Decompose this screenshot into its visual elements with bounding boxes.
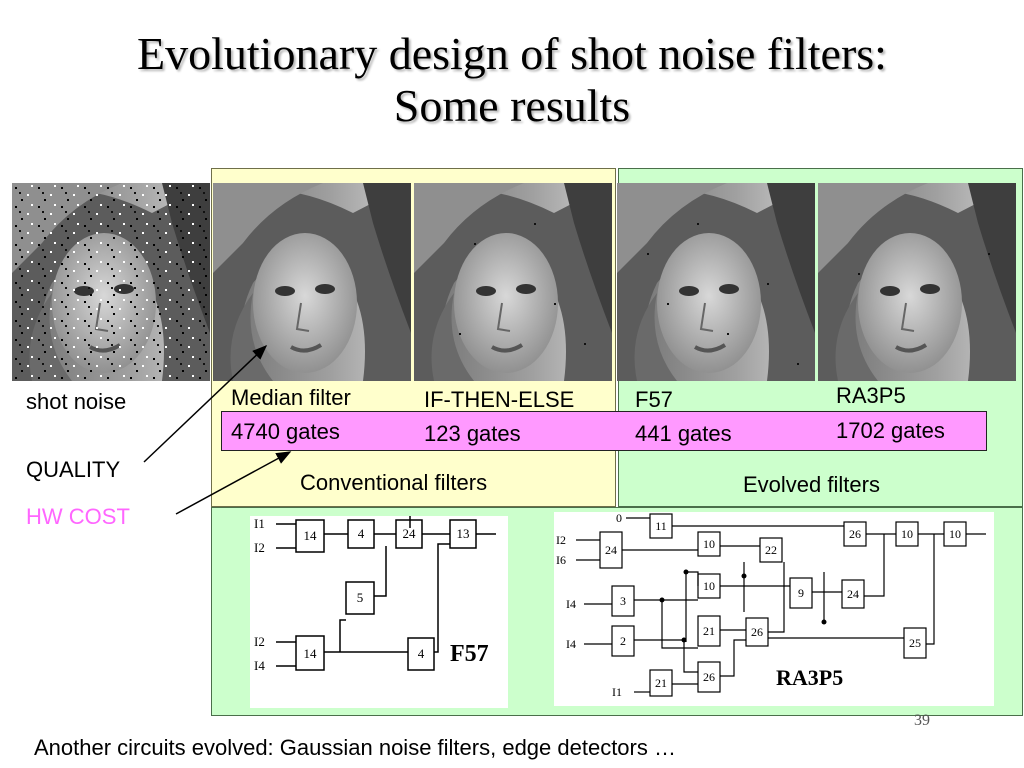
filter-name-if-then-else: IF-THEN-ELSE	[424, 387, 575, 412]
ra3p5-node-8-label: 10	[703, 579, 715, 593]
ra3p5-node-3-label: 10	[703, 537, 715, 551]
f57-image	[617, 183, 815, 381]
quality-label: QUALITY	[26, 457, 121, 482]
gates-if-then-else: 123 gates	[424, 421, 521, 446]
f57-input-3: I2	[254, 634, 265, 649]
ra3p5-node-1-label: 11	[655, 519, 667, 533]
f57-node-6	[295, 635, 325, 671]
evolved-filters-caption: Evolved filters	[743, 472, 880, 497]
f57-input-4: I4	[254, 658, 265, 673]
ra3p5-node-6-label: 10	[901, 527, 913, 541]
hw-cost-bar	[221, 411, 987, 451]
ra3p5-node-15-label: 25	[909, 636, 921, 650]
ra3p5-node-7-label: 10	[949, 527, 961, 541]
title-line-1: Evolutionary design of shot noise filter…	[137, 28, 887, 79]
ra3p5-input-5: I4	[566, 637, 576, 651]
footer-text: Another circuits evolved: Gaussian noise…	[34, 735, 676, 760]
ra3p5-node-4-label: 22	[765, 543, 777, 557]
shot-noise-label: shot noise	[26, 389, 127, 414]
ra3p5-node-17-label: 26	[703, 670, 715, 684]
ra3p5-node-11	[611, 585, 635, 617]
f57-input-2: I2	[254, 540, 265, 555]
ra3p5-caption: RA3P5	[776, 665, 843, 690]
slide-title: Evolutionary design of shot noise filter…	[0, 28, 1024, 132]
ra3p5-image	[818, 183, 1016, 381]
noisy-image	[12, 183, 210, 381]
ra3p5-node-3	[697, 531, 721, 557]
ra3p5-node-10-label: 24	[847, 587, 859, 601]
ra3p5-node-4	[759, 537, 783, 563]
ra3p5-node-2-label: 24	[605, 543, 617, 557]
quality-arrow	[143, 344, 268, 463]
page-number: 39	[914, 712, 930, 729]
ra3p5-node-14	[611, 625, 635, 657]
ra3p5-input-1: 0	[616, 512, 622, 525]
hw-cost-arrow	[175, 451, 292, 515]
ra3p5-node-5-label: 26	[849, 527, 861, 541]
ra3p5-node-10	[841, 579, 865, 609]
gates-f57: 441 gates	[635, 421, 732, 446]
ra3p5-input-2: I2	[556, 533, 566, 547]
ra3p5-node-15	[903, 627, 927, 659]
f57-node-5-label: 5	[357, 590, 364, 605]
ra3p5-input-4: I4	[566, 597, 576, 611]
ra3p5-node-9	[789, 577, 813, 609]
f57-node-2-label: 4	[358, 526, 365, 541]
if-then-else-image	[414, 183, 612, 381]
f57-caption: F57	[450, 641, 489, 667]
circuit-f57: I1 I2 I2 I4 14 4 24 13 5 14 4 F57	[250, 516, 508, 708]
hw-cost-label: HW COST	[26, 504, 130, 529]
ra3p5-node-16	[649, 669, 673, 697]
f57-node-4-label: 13	[457, 526, 470, 541]
filter-name-ra3p5: RA3P5	[836, 383, 906, 408]
ra3p5-node-12-label: 21	[703, 624, 715, 638]
ra3p5-node-17	[697, 661, 721, 693]
f57-node-1	[295, 519, 325, 553]
f57-node-5	[345, 581, 375, 615]
f57-node-7	[407, 637, 435, 671]
f57-node-3-label: 24	[403, 526, 417, 541]
ra3p5-node-14-label: 2	[620, 634, 626, 648]
conventional-filters-caption: Conventional filters	[300, 470, 488, 495]
title-line-2: Some results	[393, 80, 631, 131]
f57-node-1-label: 14	[304, 528, 318, 543]
f57-input-1: I1	[254, 516, 265, 531]
circuit-ra3p5: 0 I2 I6 I4 I4 I1	[554, 512, 994, 706]
f57-node-6-label: 14	[304, 646, 318, 661]
ra3p5-node-11-label: 3	[620, 594, 626, 608]
f57-node-7-label: 4	[418, 646, 425, 661]
ra3p5-node-12	[697, 615, 721, 647]
gates-ra3p5: 1702 gates	[836, 418, 945, 443]
gates-median: 4740 gates	[231, 419, 340, 444]
ra3p5-node-13-label: 26	[751, 625, 763, 639]
filter-name-f57: F57	[635, 387, 673, 412]
ra3p5-input-3: I6	[556, 553, 566, 567]
ra3p5-input-6: I1	[612, 685, 622, 699]
ra3p5-node-9-label: 9	[798, 586, 804, 600]
filter-name-median: Median filter	[231, 385, 351, 410]
ra3p5-node-16-label: 21	[655, 676, 667, 690]
